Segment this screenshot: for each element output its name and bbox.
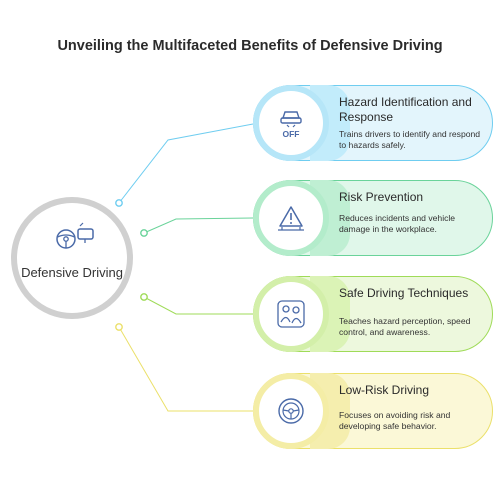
benefit-card-hazard-identification: OFF Hazard Identification and Response T…: [252, 84, 493, 161]
benefit-card-safe-driving-techniques: Safe Driving Techniques Teaches hazard p…: [252, 275, 493, 352]
card-description: Reduces incidents and vehicle damage in …: [339, 213, 456, 234]
card-icon-circle: [252, 372, 329, 449]
card-title: Hazard Identification and Response: [339, 95, 472, 124]
connector-dot-yellow: [115, 323, 123, 331]
warning-triangle-icon: [277, 205, 304, 231]
connector-lime: [143, 296, 253, 315]
card-title: Safe Driving Techniques: [339, 286, 469, 300]
steering-wheel-icon: [277, 397, 304, 424]
card-title: Risk Prevention: [339, 190, 424, 204]
connector-dot-green: [140, 229, 148, 237]
hub-circle: Defensive Driving: [11, 197, 133, 319]
card-description: Teaches hazard perception, speed control…: [339, 316, 471, 337]
connector-blue: [118, 123, 254, 204]
page-title: Unveiling the Multifaceted Benefits of D…: [57, 38, 443, 54]
card-description: Trains drivers to identify and respond t…: [339, 129, 481, 150]
driver-passenger-icon: [276, 299, 305, 328]
benefit-card-low-risk-driving: Low-Risk Driving Focuses on avoiding ris…: [252, 372, 493, 449]
card-title: Low-Risk Driving: [339, 383, 430, 397]
card-icon-circle: [252, 179, 329, 256]
benefit-card-risk-prevention: Risk Prevention Reduces incidents and ve…: [252, 179, 493, 256]
car-off-icon-text: OFF: [282, 129, 299, 139]
car-off-icon: OFF: [279, 110, 302, 139]
connector-dot-blue: [115, 199, 123, 207]
steering-wheel-mirror-icon: [56, 222, 94, 249]
hub-label: Defensive Driving: [21, 265, 123, 280]
card-icon-circle: OFF: [252, 84, 329, 161]
card-icon-circle: [252, 275, 329, 352]
card-description: Focuses on avoiding risk and developing …: [339, 410, 451, 431]
connector-dot-lime: [140, 293, 148, 301]
connector-green: [143, 217, 254, 234]
connector-yellow: [118, 326, 253, 412]
